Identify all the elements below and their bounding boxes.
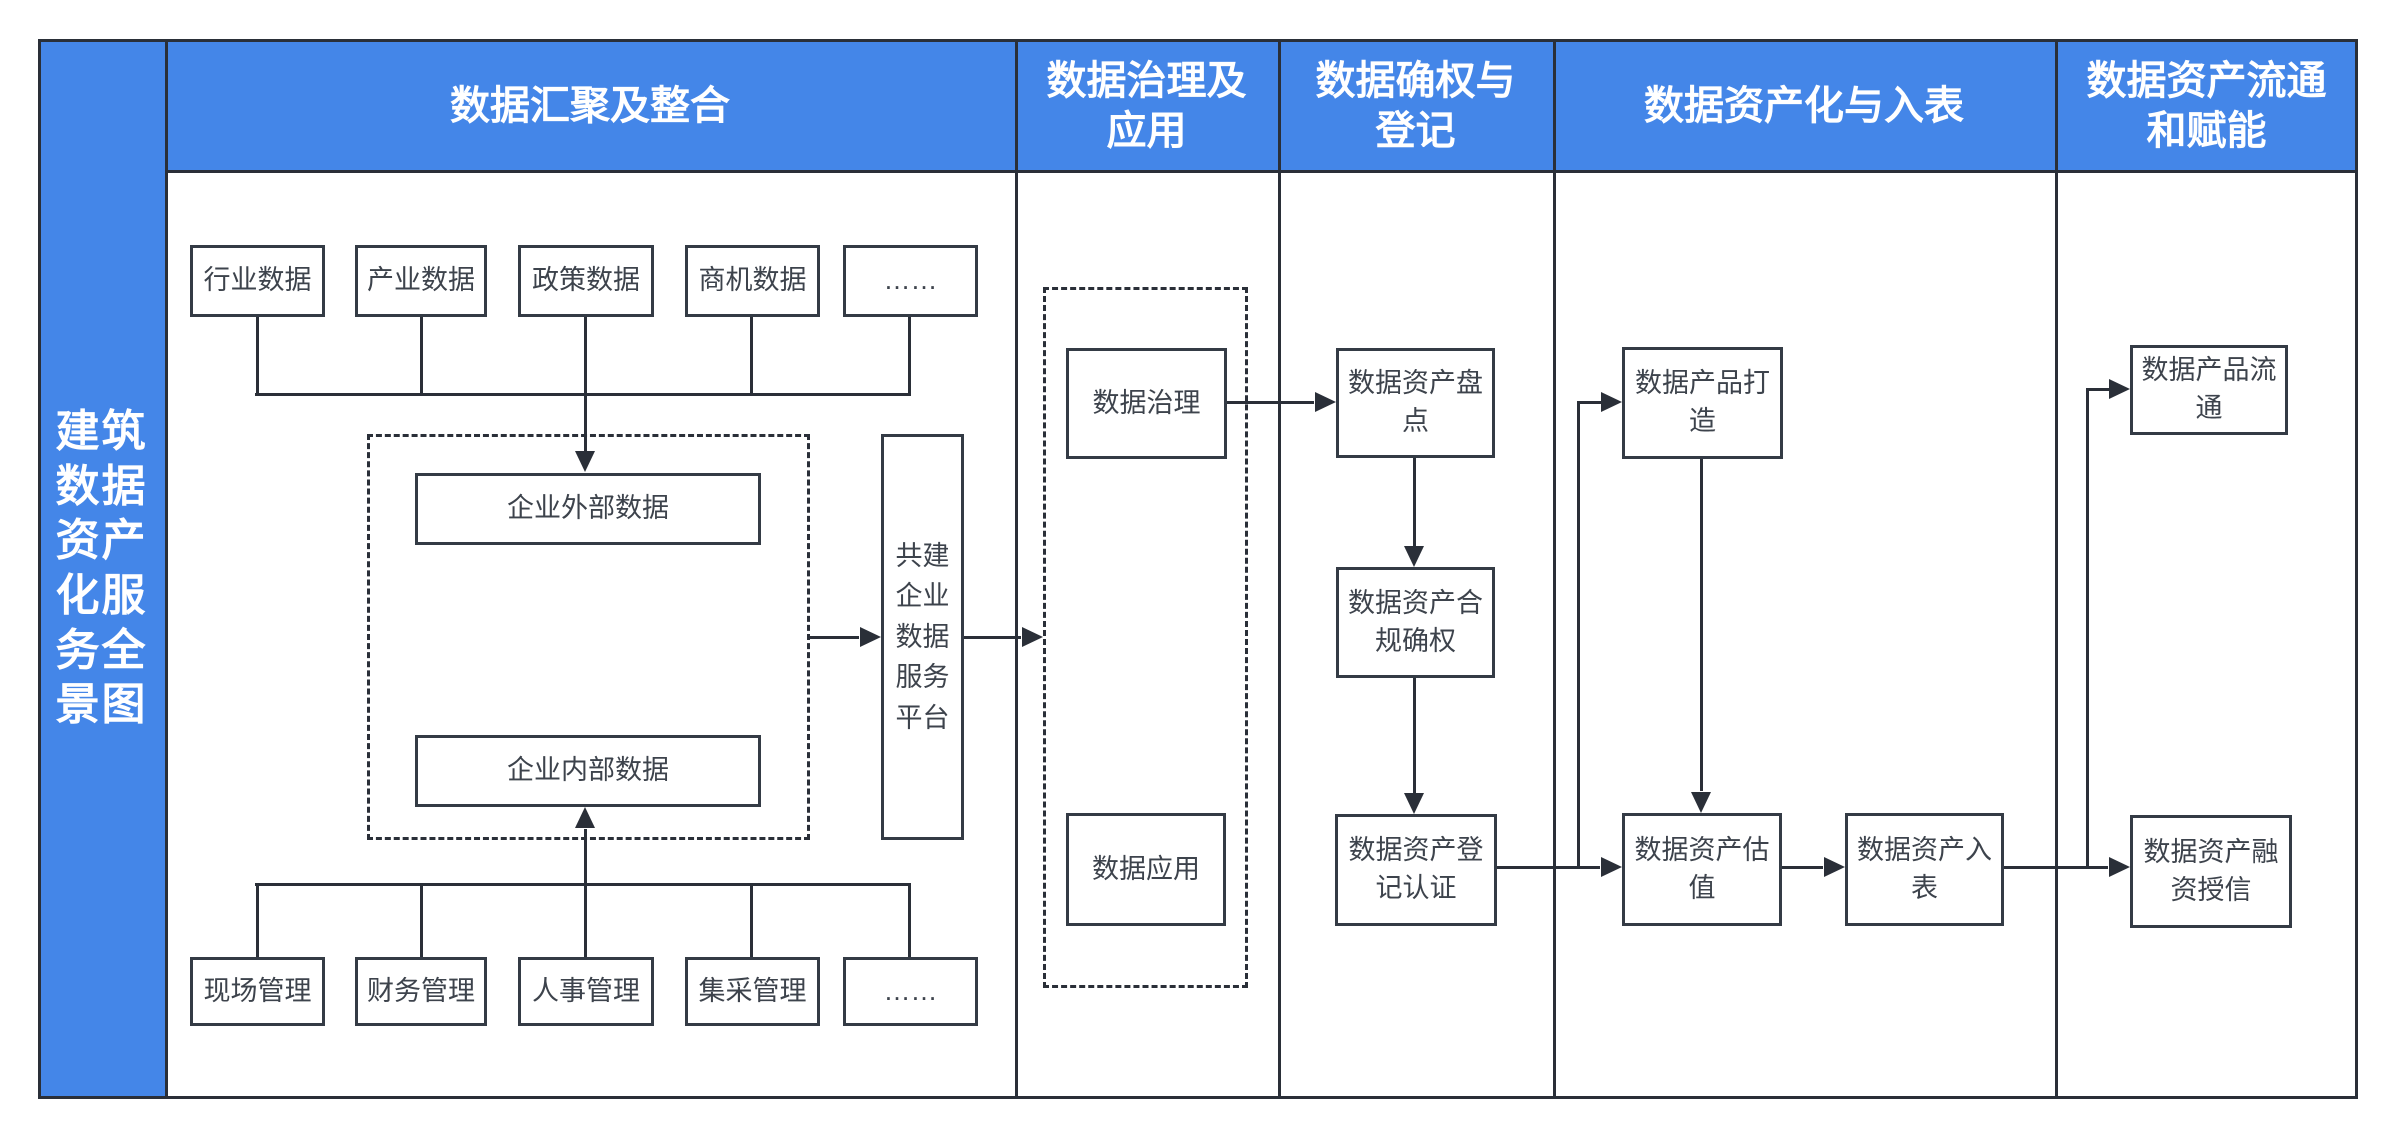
arrow-inventory-to-compliance-line <box>1413 458 1416 547</box>
connector-finance-rise <box>420 886 423 957</box>
box-internal-enterprise-data: 企业内部数据 <box>415 735 761 807</box>
connector-site-rise <box>256 886 259 957</box>
grid-line-col3-col4 <box>1553 39 1556 1099</box>
arrow-booking-to-circulation-head <box>2109 379 2130 399</box>
arrow-bus-to-external-data-head <box>575 451 595 472</box>
box-product-building: 数据产品打 造 <box>1622 347 1783 459</box>
box-site-management: 现场管理 <box>190 957 325 1026</box>
arrow-registration-to-valuation-head <box>1601 857 1622 877</box>
connector-policy-drop <box>584 317 587 396</box>
arrow-bus-to-external-data-line <box>584 396 587 453</box>
box-asset-inventory: 数据资产盘 点 <box>1336 348 1495 458</box>
arrow-bus-to-internal-data-head <box>575 807 595 828</box>
connector-procurement-rise <box>750 886 753 957</box>
arrow-booking-to-financing-line <box>2004 866 2108 869</box>
arrow-valuation-to-booking-head <box>1824 857 1845 877</box>
box-industry-data: 行业数据 <box>190 245 325 317</box>
sidebar-title: 建筑 数据 资产 化服 务全 景图 <box>55 407 148 730</box>
diagram-outer-frame <box>38 39 2358 1099</box>
branch-registration-corner <box>1577 401 1601 404</box>
connector-industry-drop <box>256 317 259 396</box>
box-sector-data: 产业数据 <box>355 245 487 317</box>
arrow-governance-to-inventory-line <box>1227 401 1314 404</box>
arrow-platform-to-governance-line <box>964 636 1021 639</box>
box-more-external-sources: …… <box>843 245 978 317</box>
box-shared-data-service-platform: 共建 企业 数据 服务 平台 <box>881 434 964 840</box>
arrow-group-to-platform-head <box>860 627 881 647</box>
branch-booking-corner <box>2086 388 2109 391</box>
branch-registration-up-line <box>1577 401 1580 868</box>
box-asset-financing: 数据资产融 资授信 <box>2130 815 2292 928</box>
box-hr-management: 人事管理 <box>518 957 654 1026</box>
box-data-governance: 数据治理 <box>1066 348 1227 459</box>
arrow-booking-to-financing-head <box>2109 857 2130 877</box>
arrow-product-to-valuation-line <box>1700 459 1703 791</box>
connector-bottom-bus <box>255 883 911 886</box>
connector-opportunity-drop <box>750 317 753 396</box>
box-data-application: 数据应用 <box>1066 813 1226 926</box>
column-header-governance: 数据治理及 应用 <box>1046 58 1247 153</box>
grid-line-col4-col5 <box>2055 39 2058 1099</box>
arrow-governance-to-inventory-head <box>1315 392 1336 412</box>
branch-booking-up-line <box>2086 388 2089 868</box>
box-more-internal-sources: …… <box>843 957 978 1026</box>
connector-top-bus <box>255 393 911 396</box>
governance-application-group <box>1043 287 1248 988</box>
arrow-bus-to-internal-data-line <box>584 829 587 883</box>
arrow-platform-to-governance-head <box>1022 627 1043 647</box>
arrow-product-to-valuation-head <box>1691 792 1711 813</box>
box-asset-compliance: 数据资产合 规确权 <box>1336 567 1495 678</box>
grid-line-col1-col2 <box>1015 39 1018 1099</box>
arrow-valuation-to-booking-line <box>1782 866 1823 869</box>
box-opportunity-data: 商机数据 <box>685 245 820 317</box>
arrow-registration-to-valuation-line <box>1497 866 1600 869</box>
connector-more-internal-rise <box>908 886 911 957</box>
connector-hr-rise <box>584 886 587 957</box>
connector-sector-drop <box>420 317 423 396</box>
arrow-compliance-to-registration-line <box>1413 678 1416 793</box>
grid-line-header-bottom <box>165 170 2358 173</box>
arrow-compliance-to-registration-head <box>1404 793 1424 814</box>
box-finance-management: 财务管理 <box>355 957 487 1026</box>
box-asset-booking: 数据资产入 表 <box>1845 813 2004 926</box>
box-asset-valuation: 数据资产估 值 <box>1622 813 1782 926</box>
box-policy-data: 政策数据 <box>518 245 654 317</box>
connector-more-external-drop <box>908 317 911 396</box>
box-product-circulation: 数据产品流 通 <box>2130 345 2288 435</box>
arrow-group-to-platform-line <box>810 636 859 639</box>
box-asset-registration: 数据资产登 记认证 <box>1335 814 1497 926</box>
box-procurement-management: 集采管理 <box>685 957 820 1026</box>
box-external-enterprise-data: 企业外部数据 <box>415 473 761 545</box>
column-header-circulation: 数据资产流通 和赋能 <box>2086 58 2327 153</box>
column-header-capitalization: 数据资产化与入表 <box>1644 83 1964 128</box>
sidebar-background <box>38 39 165 1099</box>
arrow-inventory-to-compliance-head <box>1404 546 1424 567</box>
column-header-confirmation: 数据确权与 登记 <box>1315 58 1516 153</box>
enterprise-data-group <box>367 434 810 840</box>
header-band-background <box>165 39 2358 172</box>
grid-line-sidebar-right <box>165 39 168 1099</box>
arrow-registration-to-product-head <box>1601 392 1622 412</box>
grid-line-col2-col3 <box>1278 39 1281 1099</box>
column-header-aggregation: 数据汇聚及整合 <box>450 83 730 128</box>
